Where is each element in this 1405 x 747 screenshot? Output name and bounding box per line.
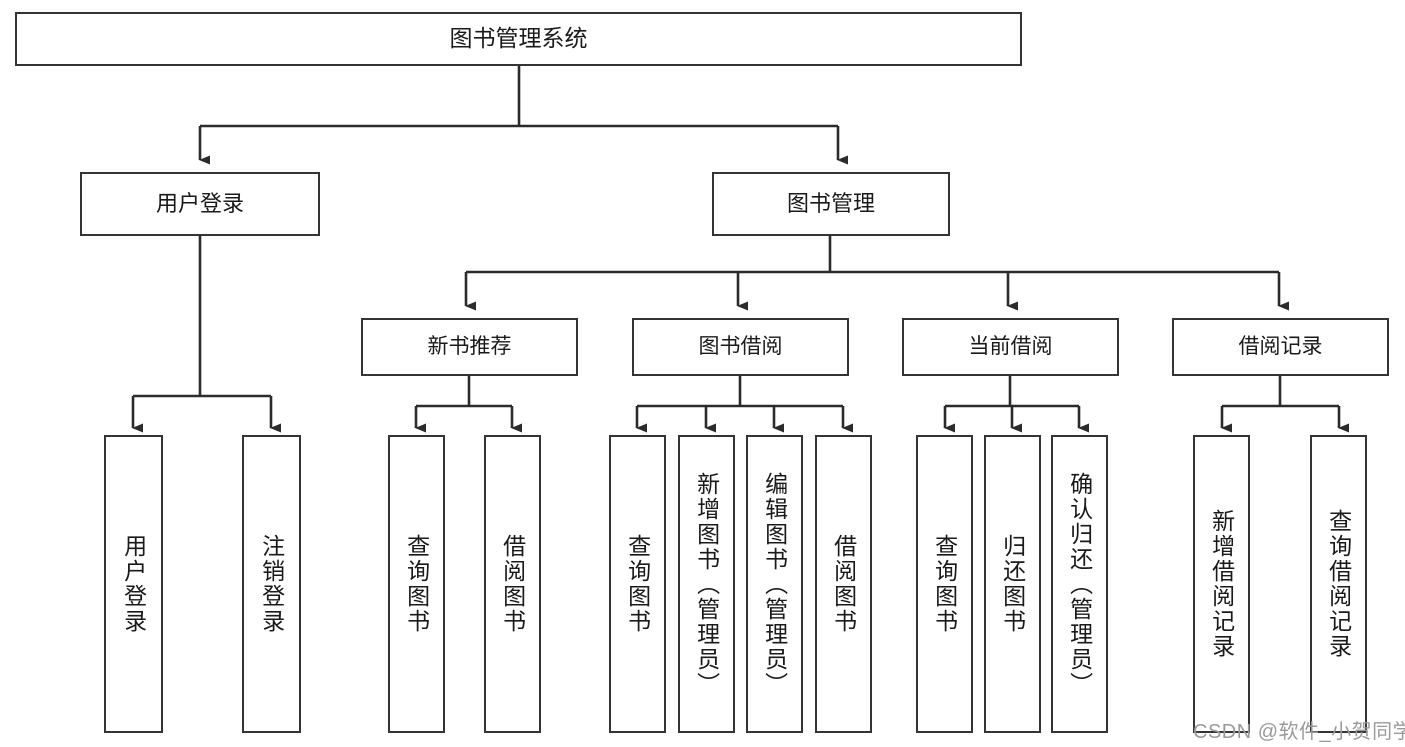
node-leaf-add-book-admin-label: 新增图书（管理员） bbox=[693, 471, 720, 697]
node-leaf-borrow-book-newbook[interactable]: 借阅图书 bbox=[484, 435, 541, 733]
node-leaf-query-book-borrow-label: 查询图书 bbox=[624, 534, 651, 634]
node-current-borrow[interactable]: 当前借阅 bbox=[902, 318, 1119, 376]
node-borrow-record[interactable]: 借阅记录 bbox=[1172, 318, 1389, 376]
csdn-watermark: CSDN @软件_小贺同学 bbox=[1193, 721, 1405, 743]
node-root-label: 图书管理系统 bbox=[449, 25, 588, 52]
node-leaf-logout-label: 注销登录 bbox=[258, 534, 285, 634]
node-leaf-user-login-label: 用户登录 bbox=[120, 534, 147, 634]
node-leaf-edit-book-admin-label: 编辑图书（管理员） bbox=[761, 471, 788, 697]
node-leaf-edit-book-admin[interactable]: 编辑图书（管理员） bbox=[746, 435, 803, 733]
node-leaf-query-borrow-record-label: 查询借阅记录 bbox=[1325, 509, 1352, 659]
node-leaf-add-borrow-record[interactable]: 新增借阅记录 bbox=[1193, 435, 1250, 733]
node-book-management-label: 图书管理 bbox=[786, 191, 875, 217]
node-leaf-logout[interactable]: 注销登录 bbox=[242, 435, 301, 733]
node-book-borrow-label: 图书借阅 bbox=[698, 334, 783, 358]
node-leaf-confirm-return-admin[interactable]: 确认归还（管理员） bbox=[1051, 435, 1108, 733]
node-leaf-borrow-book-borrow-label: 借阅图书 bbox=[830, 534, 857, 634]
node-user-login[interactable]: 用户登录 bbox=[80, 172, 320, 236]
node-leaf-query-book-newbook[interactable]: 查询图书 bbox=[388, 435, 445, 733]
node-leaf-query-book-newbook-label: 查询图书 bbox=[403, 534, 430, 634]
node-leaf-borrow-book-newbook-label: 借阅图书 bbox=[499, 534, 526, 634]
node-borrow-record-label: 借阅记录 bbox=[1238, 334, 1323, 358]
node-leaf-add-book-admin[interactable]: 新增图书（管理员） bbox=[678, 435, 735, 733]
node-leaf-query-book-current[interactable]: 查询图书 bbox=[916, 435, 973, 733]
node-new-book-recommend-label: 新书推荐 bbox=[427, 334, 512, 358]
node-leaf-query-book-current-label: 查询图书 bbox=[931, 534, 958, 634]
node-leaf-return-book-label: 归还图书 bbox=[999, 534, 1026, 634]
node-new-book-recommend[interactable]: 新书推荐 bbox=[361, 318, 578, 376]
node-leaf-return-book[interactable]: 归还图书 bbox=[984, 435, 1041, 733]
node-book-management[interactable]: 图书管理 bbox=[712, 172, 950, 236]
node-book-borrow[interactable]: 图书借阅 bbox=[632, 318, 849, 376]
node-root[interactable]: 图书管理系统 bbox=[15, 12, 1022, 66]
node-leaf-confirm-return-admin-label: 确认归还（管理员） bbox=[1066, 471, 1093, 697]
node-leaf-query-borrow-record[interactable]: 查询借阅记录 bbox=[1310, 435, 1367, 733]
node-leaf-add-borrow-record-label: 新增借阅记录 bbox=[1208, 509, 1235, 659]
node-current-borrow-label: 当前借阅 bbox=[968, 334, 1053, 358]
node-leaf-user-login[interactable]: 用户登录 bbox=[104, 435, 163, 733]
node-leaf-borrow-book-borrow[interactable]: 借阅图书 bbox=[815, 435, 872, 733]
node-user-login-label: 用户登录 bbox=[155, 191, 244, 217]
node-leaf-query-book-borrow[interactable]: 查询图书 bbox=[609, 435, 666, 733]
